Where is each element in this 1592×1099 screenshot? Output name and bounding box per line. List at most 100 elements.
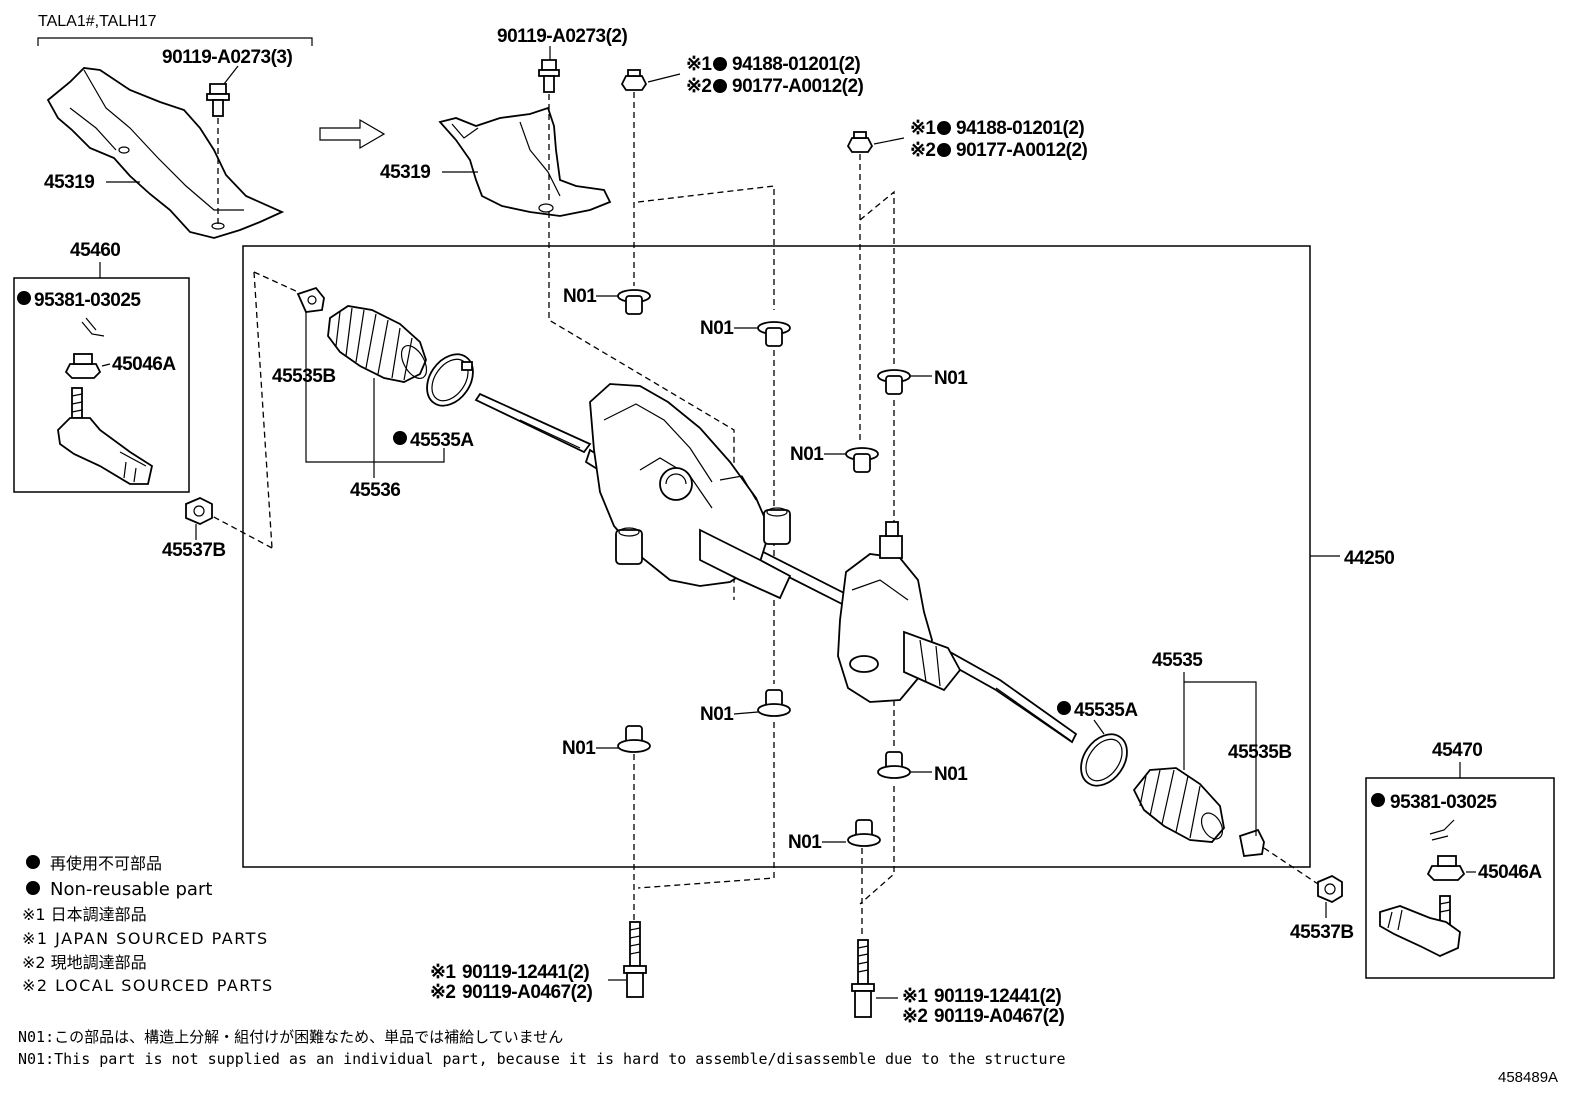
boot-clamp-right[interactable]	[1238, 828, 1265, 857]
nut2-a-label: 94188-01201(2)	[956, 118, 1084, 139]
tie-rod-left-box	[13, 277, 190, 493]
legend-local-en: ※2 LOCAL SOURCED PARTS	[22, 976, 274, 995]
boot-set-right-label: 45535	[1152, 650, 1203, 671]
boot-right[interactable]	[1132, 767, 1227, 843]
legend-non-reusable-en: Non-reusable part	[50, 879, 212, 900]
non-reusable-dot-icon	[26, 855, 40, 869]
lock-nut-right-label: 45537B	[1290, 922, 1354, 943]
n01-label-6: N01	[562, 738, 596, 759]
bolt-top-mid[interactable]	[538, 59, 735, 600]
bolt-bottom-left[interactable]	[623, 921, 647, 998]
non-reusable-dot-icon	[713, 79, 727, 93]
nut-right-label: 45046A	[1478, 862, 1542, 883]
heat-shield-left[interactable]	[46, 67, 285, 239]
bolt-br-b-label: 90119-A0467(2)	[934, 1006, 1064, 1027]
bolt-bl-mark1: ※1	[430, 962, 456, 983]
bolt-bottom-left-labels: ※1 90119-12441(2) ※2 90119-A0467(2)	[430, 962, 626, 1003]
bushing-n01-5[interactable]	[757, 689, 791, 717]
n01-label-4: N01	[790, 444, 824, 465]
clip-right-label: 95381-03025	[1390, 792, 1497, 813]
nut-top-2[interactable]	[846, 131, 874, 440]
boot-clip-left-label: 45535A	[410, 430, 474, 451]
n01-label-8: N01	[788, 832, 822, 853]
bolt-bottom-right-labels: ※1 90119-12441(2) ※2 90119-A0467(2)	[876, 986, 1065, 1027]
bolt-bottom-right[interactable]	[851, 939, 875, 1018]
n01-label-2: N01	[700, 318, 734, 339]
non-reusable-dot-icon	[1057, 701, 1071, 715]
nut2-b-label: 90177-A0012(2)	[956, 140, 1088, 161]
tie-rod-right-label: 45470	[1432, 740, 1482, 761]
non-reusable-dot-icon	[1371, 793, 1385, 807]
shield-left-label: 45319	[44, 172, 94, 193]
legend-japan-jp: ※1 日本調達部品	[22, 905, 147, 924]
nut-top-1[interactable]	[620, 69, 648, 286]
non-reusable-dot-icon	[713, 57, 727, 71]
tie-rod-right-box	[1365, 777, 1555, 979]
steering-gear-label: 44250	[1344, 548, 1394, 569]
legend: 再使用不可部品 Non-reusable part ※1 日本調達部品 ※1 J…	[22, 854, 274, 995]
bolt-br-mark2: ※2	[902, 1006, 928, 1027]
boot-clip-right[interactable]	[1072, 726, 1137, 795]
steering-rack[interactable]	[474, 383, 1078, 744]
cotter-pin-left[interactable]	[81, 317, 105, 337]
n01-label-3: N01	[934, 368, 968, 389]
castle-nut-right[interactable]	[1426, 855, 1466, 881]
boot-left[interactable]	[327, 305, 432, 383]
bushing-n01-4[interactable]	[845, 447, 879, 473]
bushing-n01-3[interactable]	[877, 369, 911, 395]
non-reusable-dot-icon	[937, 121, 951, 135]
note-n01-jp: N01:この部品は、構造上分解・組付けが困難なため、単品では補給していません	[18, 1028, 563, 1046]
shield-right-label: 45319	[380, 162, 430, 183]
nut-left-label: 45046A	[112, 354, 176, 375]
boot-clip-left[interactable]	[418, 346, 483, 415]
nut1-mark2: ※2	[686, 76, 712, 97]
legend-local-jp: ※2 現地調達部品	[22, 953, 147, 972]
non-reusable-dot-icon	[17, 291, 31, 305]
n01-label-7: N01	[934, 764, 968, 785]
bolt-top-mid-label: 90119-A0273(2)	[497, 26, 627, 47]
boot-clip-right-label: 45535A	[1074, 700, 1138, 721]
heat-shield-right[interactable]	[438, 106, 612, 217]
bushing-n01-8[interactable]	[847, 819, 881, 847]
legend-non-reusable-jp: 再使用不可部品	[50, 854, 162, 873]
nut-top-1-labels: ※1 94188-01201(2) ※2 90177-A0012(2)	[647, 54, 864, 97]
bushing-n01-1[interactable]	[617, 289, 651, 315]
nut-top-2-labels: ※1 94188-01201(2) ※2 90177-A0012(2)	[873, 118, 1088, 161]
bolt-top-left[interactable]	[206, 83, 230, 226]
nut2-mark1: ※1	[910, 118, 936, 139]
nut1-mark1: ※1	[686, 54, 712, 75]
bolt-top-left-label: 90119-A0273(3)	[162, 47, 292, 68]
bolt-bl-b-label: 90119-A0467(2)	[462, 982, 592, 1003]
boot-set-left-label: 45536	[350, 480, 400, 501]
cotter-pin-right[interactable]	[1429, 819, 1455, 841]
bolt-bl-mark2: ※2	[430, 982, 456, 1003]
n01-label-1: N01	[563, 286, 597, 307]
lock-nut-left[interactable]	[185, 497, 213, 525]
nut1-b-label: 90177-A0012(2)	[732, 76, 864, 97]
tie-rod-left-label: 45460	[70, 240, 120, 261]
bushing-n01-7[interactable]	[877, 751, 911, 779]
castle-nut-left[interactable]	[64, 353, 102, 379]
non-reusable-dot-icon	[26, 881, 40, 895]
lock-nut-right[interactable]	[1317, 874, 1343, 904]
boot-clamp-left[interactable]	[296, 286, 325, 313]
legend-japan-en: ※1 JAPAN SOURCED PARTS	[22, 929, 269, 948]
tie-rod-end-left[interactable]	[57, 387, 154, 485]
arrow-right-icon	[319, 118, 386, 150]
variant-label: TALA1#,TALH17	[38, 13, 157, 30]
tie-rod-end-right[interactable]	[1379, 895, 1461, 957]
diagram-id: 458489A	[1498, 1069, 1558, 1086]
non-reusable-dot-icon	[393, 431, 407, 445]
bushing-n01-2[interactable]	[757, 321, 791, 347]
bushing-n01-6[interactable]	[617, 725, 651, 753]
lock-nut-left-label: 45537B	[162, 540, 226, 561]
n01-label-5: N01	[700, 704, 734, 725]
boot-clamp-left-label: 45535B	[272, 366, 336, 387]
nut1-a-label: 94188-01201(2)	[732, 54, 860, 75]
bolt-br-mark1: ※1	[902, 986, 928, 1007]
variant-bracket: TALA1#,TALH17	[37, 13, 313, 46]
nut2-mark2: ※2	[910, 140, 936, 161]
boot-clamp-right-label: 45535B	[1228, 742, 1292, 763]
clip-left-label: 95381-03025	[34, 290, 141, 311]
